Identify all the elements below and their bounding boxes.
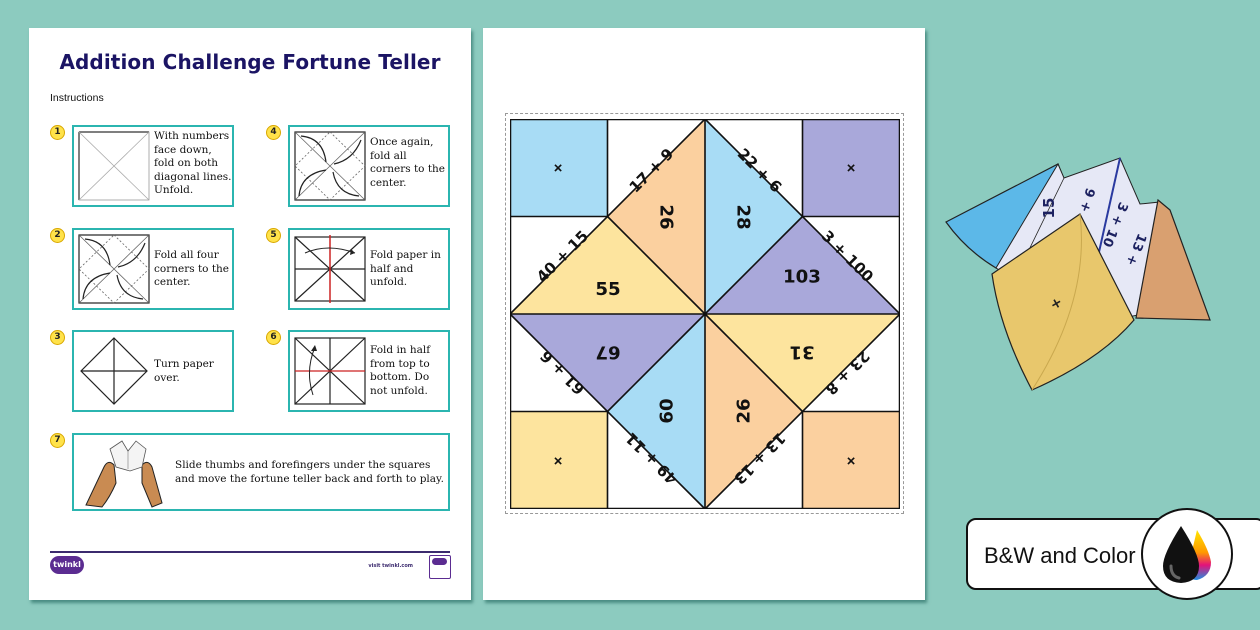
instructions-heading: Instructions bbox=[50, 92, 104, 104]
step-number: 3 bbox=[50, 330, 65, 345]
answer-label: 26 bbox=[656, 204, 677, 229]
answer-triangle-26-bottom bbox=[705, 314, 803, 509]
corner-fold-diagram-icon bbox=[78, 234, 150, 304]
answer-label: 55 bbox=[595, 279, 620, 300]
step-number: 7 bbox=[50, 433, 65, 448]
fortune-teller-page: + + + + 26 28 103 31 26 60 67 55 17 + 9 … bbox=[483, 28, 925, 600]
photo-label: 15 bbox=[1040, 198, 1058, 219]
step-text: Once again, fold all corners to the cent… bbox=[370, 136, 446, 189]
step-text: With numbers face down, fold on both dia… bbox=[154, 130, 232, 196]
answer-label: 67 bbox=[595, 341, 620, 362]
answer-label: 28 bbox=[732, 204, 753, 229]
step-box: Fold in half from top to bottom. Do not … bbox=[288, 330, 450, 412]
turn-over-diagram-icon bbox=[80, 337, 148, 405]
cut-line bbox=[505, 113, 904, 514]
answer-triangle-28 bbox=[705, 119, 803, 314]
page-title: Addition Challenge Fortune Teller bbox=[59, 50, 441, 74]
step-text: Fold all four corners to the center. bbox=[154, 249, 230, 288]
fortune-teller-grid: + + + + 26 28 103 31 26 60 67 55 17 + 9 … bbox=[510, 119, 900, 509]
step-box: Once again, fold all corners to the cent… bbox=[288, 125, 450, 207]
step-text: Fold in half from top to bottom. Do not … bbox=[370, 344, 431, 397]
answer-label: 26 bbox=[733, 398, 754, 423]
corner-square-bottom-left bbox=[510, 411, 608, 509]
step-box: Fold all four corners to the center. bbox=[72, 228, 234, 310]
answer-label: 60 bbox=[657, 398, 678, 423]
answer-label: 103 bbox=[783, 267, 821, 288]
step-number: 2 bbox=[50, 228, 65, 243]
diagonal-fold-diagram-icon bbox=[78, 131, 150, 201]
ink-drops-icon bbox=[1141, 508, 1233, 600]
corner-square-bottom-right bbox=[802, 411, 900, 509]
corner-square-top-left bbox=[510, 119, 608, 217]
footer-divider bbox=[50, 551, 450, 553]
step-number: 4 bbox=[266, 125, 281, 140]
step-number: 6 bbox=[266, 330, 281, 345]
step-number: 5 bbox=[266, 228, 281, 243]
twinkl-logo: twinkl bbox=[50, 556, 84, 574]
step-box: Turn paper over. bbox=[72, 330, 234, 412]
top-bottom-fold-diagram-icon bbox=[294, 337, 366, 405]
answer-triangle-67 bbox=[510, 314, 705, 412]
half-fold-diagram-icon bbox=[294, 235, 366, 303]
corner-square-top-right bbox=[802, 119, 900, 217]
corner-fold-again-diagram-icon bbox=[294, 131, 366, 201]
hands-playing-icon bbox=[85, 440, 163, 508]
step-box: Slide thumbs and forefingers under the s… bbox=[72, 433, 450, 511]
answer-triangle-26-top bbox=[607, 119, 705, 314]
step-number: 1 bbox=[50, 125, 65, 140]
answer-triangle-55 bbox=[510, 216, 705, 314]
step-box: With numbers face down, fold on both dia… bbox=[72, 125, 234, 207]
step-box: Fold paper in half and unfold. bbox=[288, 228, 450, 310]
step-text: Fold paper in half and unfold. bbox=[370, 249, 441, 288]
answer-triangle-103 bbox=[705, 216, 900, 314]
answer-triangle-60 bbox=[607, 314, 705, 509]
answer-triangle-31 bbox=[705, 314, 900, 412]
visit-link[interactable]: visit twinkl.com bbox=[368, 563, 413, 569]
instructions-page: Addition Challenge Fortune Teller Instru… bbox=[29, 28, 471, 600]
bw-and-color-label: B&W and Color bbox=[984, 543, 1136, 568]
step-text: Slide thumbs and forefingers under the s… bbox=[175, 459, 444, 485]
folded-fortune-teller-photo: 15 + 6 3 + 10 13 + + bbox=[945, 157, 1211, 391]
quality-badge-icon bbox=[429, 555, 451, 579]
answer-label: 31 bbox=[789, 341, 814, 362]
step-text: Turn paper over. bbox=[154, 358, 214, 384]
